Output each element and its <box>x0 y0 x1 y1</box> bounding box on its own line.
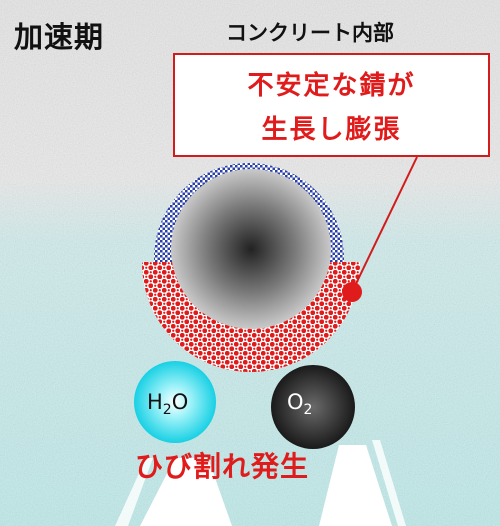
crack-right <box>319 445 392 526</box>
stage-title: 加速期 <box>14 20 105 54</box>
callout-pointer <box>351 156 418 293</box>
water-molecule <box>134 361 216 443</box>
water-formula: H2O <box>147 390 188 418</box>
oxygen-formula-subscript: 2 <box>303 402 313 419</box>
oxygen-formula: O2 <box>287 390 312 418</box>
oxygen-molecule <box>271 365 355 449</box>
callout-text-line1: 不安定な錆が <box>247 71 416 101</box>
crack-left-thin <box>115 458 153 526</box>
callout-pointer-dot <box>342 282 362 302</box>
crack-label: ひび割れ発生 <box>135 450 310 483</box>
rebar <box>171 169 331 329</box>
water-formula-tail: O <box>171 390 189 414</box>
crack-left <box>140 458 232 526</box>
callout-box: 不安定な錆が 生長し膨張 <box>173 53 490 157</box>
callout-text-line2: 生長し膨張 <box>261 115 402 145</box>
water-formula-base: H <box>147 390 163 414</box>
crack-right-thin <box>372 440 406 526</box>
location-label: コンクリート内部 <box>226 21 394 45</box>
oxygen-formula-base: O <box>287 390 304 414</box>
water-formula-subscript: 2 <box>162 402 172 419</box>
